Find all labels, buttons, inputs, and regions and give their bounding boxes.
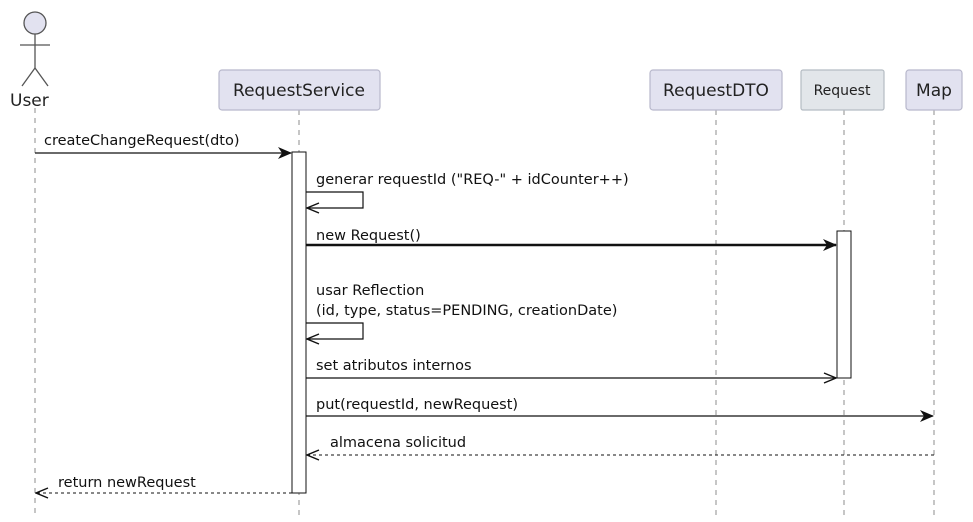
- message-label: generar requestId ("REQ-" + idCounter++): [316, 172, 629, 188]
- message-put-request: put(requestId, newRequest): [306, 397, 934, 422]
- participant-request-service-label: RequestService: [233, 81, 365, 101]
- message-label: new Request(): [316, 228, 421, 244]
- actor-user: User: [10, 11, 50, 111]
- message-label: createChangeRequest(dto): [44, 133, 240, 149]
- participant-request: Request: [800, 69, 885, 111]
- message-stores-request: almacena solicitud: [307, 435, 934, 455]
- activation-request: [836, 230, 852, 379]
- message-use-reflection: usar Reflection (id, type, status=PENDIN…: [306, 283, 617, 339]
- message-label-line2: (id, type, status=PENDING, creationDate): [316, 303, 617, 319]
- actor-head: [23, 11, 47, 35]
- participant-request-dto: RequestDTO: [649, 69, 783, 111]
- participant-map-label: Map: [916, 81, 952, 101]
- message-new-request: new Request(): [306, 228, 837, 251]
- message-label: set atributos internos: [316, 358, 472, 374]
- actor-user-label: User: [10, 91, 49, 111]
- participant-request-dto-label: RequestDTO: [663, 81, 769, 101]
- participant-map: Map: [905, 69, 963, 111]
- message-generate-request-id: generar requestId ("REQ-" + idCounter++): [306, 172, 629, 208]
- message-return-new-request: return newRequest: [36, 475, 292, 493]
- message-label: almacena solicitud: [330, 435, 466, 451]
- message-label-line1: usar Reflection: [316, 283, 424, 299]
- message-set-attributes: set atributos internos: [306, 358, 836, 378]
- activation-request-service: [291, 151, 307, 494]
- message-create-change-request: createChangeRequest(dto): [35, 133, 292, 159]
- participant-request-service: RequestService: [218, 69, 381, 111]
- participant-request-label: Request: [814, 83, 871, 99]
- message-label: return newRequest: [58, 475, 196, 491]
- message-label: put(requestId, newRequest): [316, 397, 518, 413]
